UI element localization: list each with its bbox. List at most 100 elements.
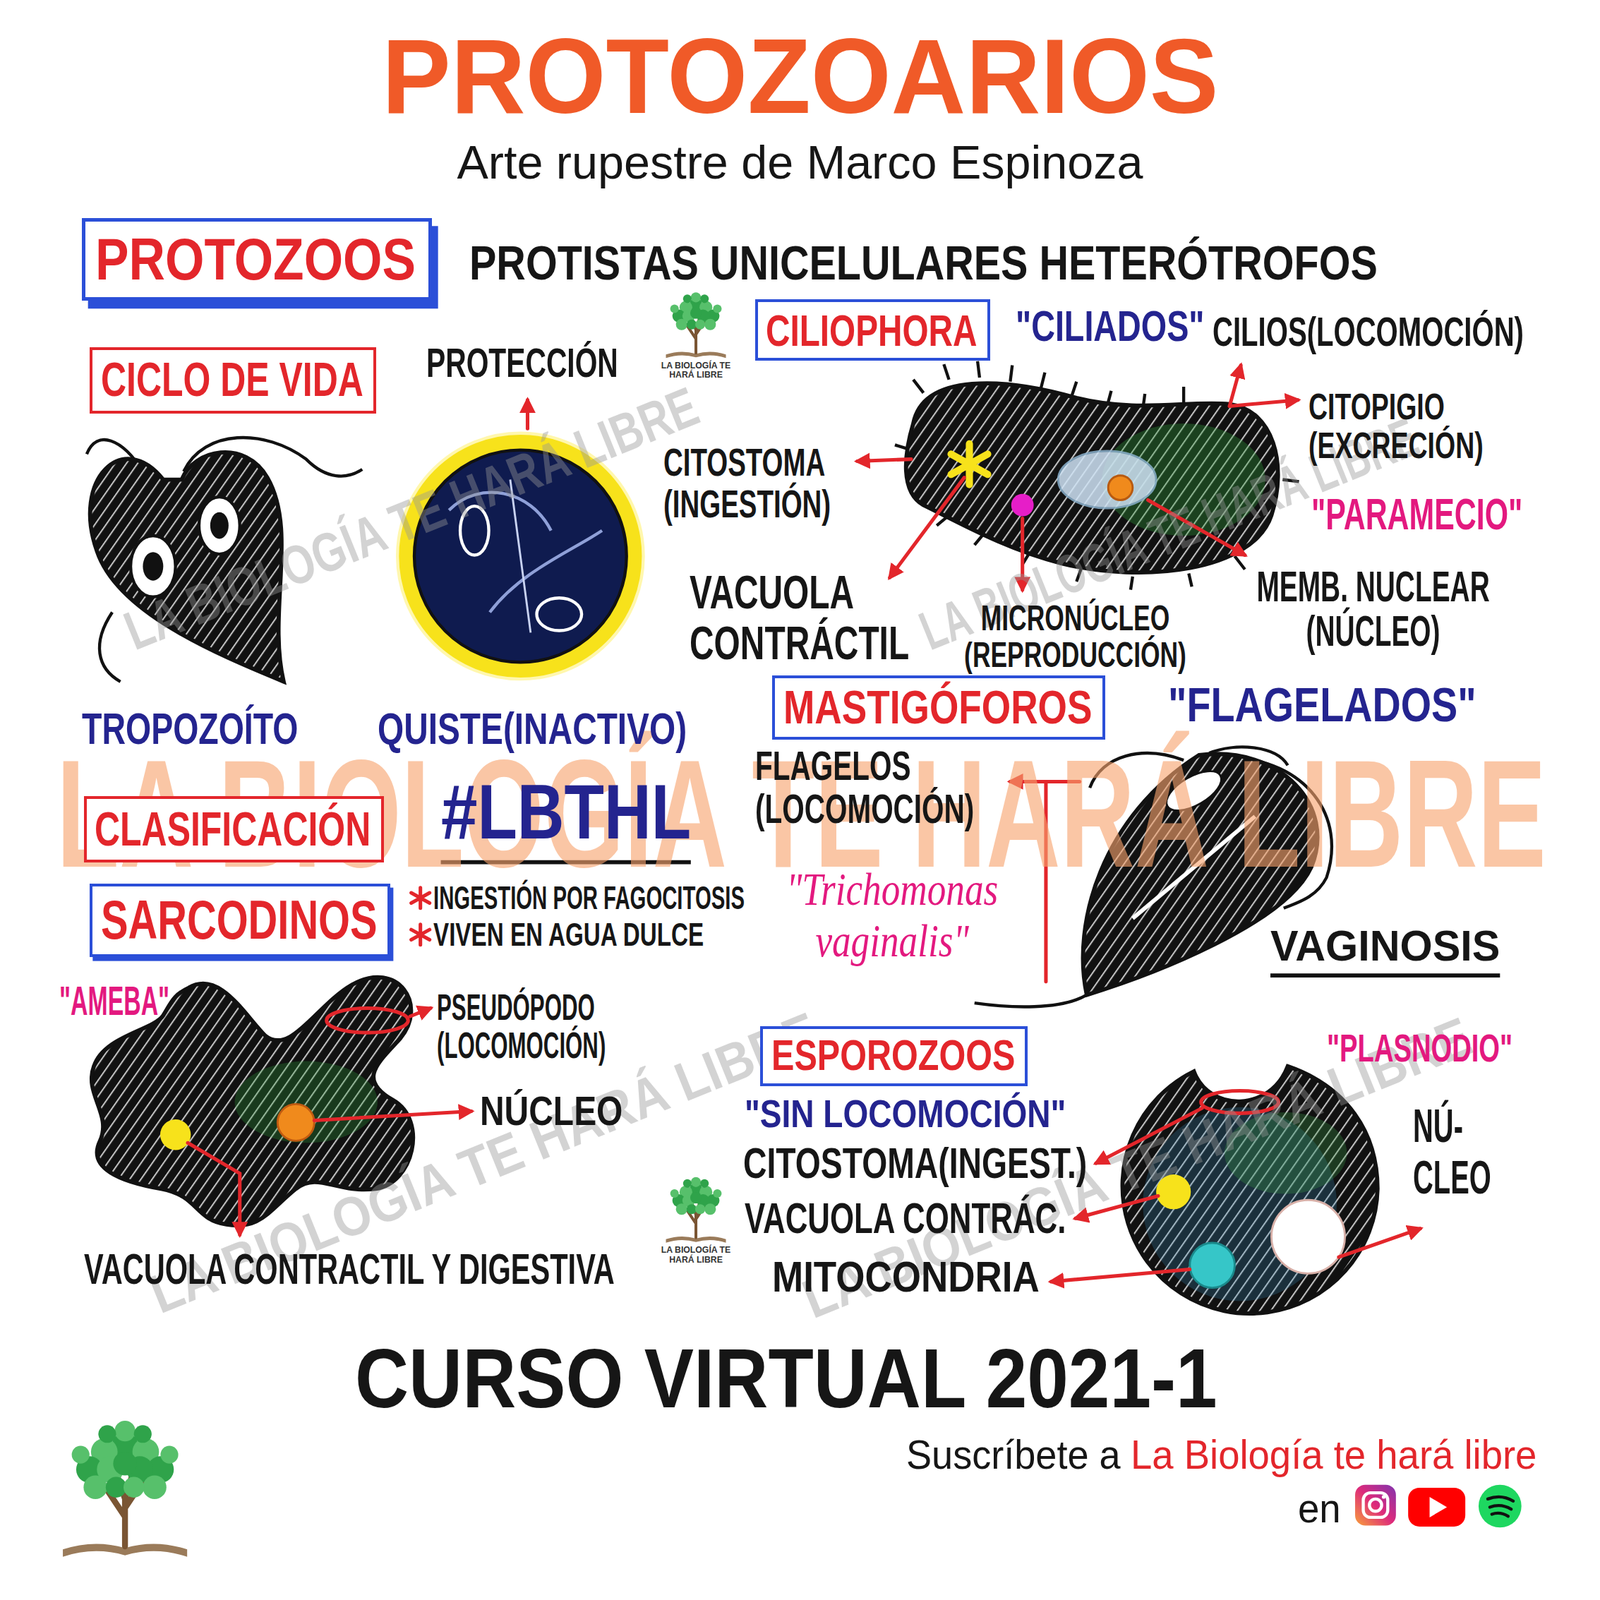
definition-text: PROTISTAS UNICELULARES HETERÓTROFOS [469, 235, 1378, 292]
logo-tree [666, 292, 727, 358]
paramecium-figure [913, 379, 924, 394]
part-label: MITOCONDRIA [772, 1252, 1040, 1303]
paramecium-figure [1041, 372, 1046, 389]
trophozoite-figure [142, 551, 164, 581]
paramecium-figure [1009, 365, 1013, 382]
part-label: CITOPIGIO (EXCRECIÓN) [1308, 387, 1524, 465]
underline [1270, 973, 1500, 978]
category-box: CLASIFICACIÓN [83, 796, 384, 863]
instagram-icon [1363, 1492, 1389, 1518]
part-label: NÚCLEO [479, 1087, 623, 1135]
category-box: CILIOPHORA [755, 299, 991, 362]
footer-title: CURSO VIRTUAL 2021-1 [355, 1334, 1218, 1423]
bullet-asterisk [411, 924, 430, 946]
part-label: NÚ- CLEO [1412, 1100, 1495, 1204]
group-nickname: "CILIADOS" [1015, 302, 1205, 352]
part-label: CITOSTOMA(INGEST.) [743, 1139, 1087, 1189]
paramecium-figure [943, 364, 949, 380]
paramecium-figure [1188, 573, 1192, 588]
paramecium-figure [1182, 386, 1186, 403]
category-title: MASTIGÓFOROS [783, 680, 1092, 735]
trophozoite-figure [99, 611, 121, 682]
part-label: FLAGELOS (LOCOMOCIÓN) [755, 744, 1023, 830]
category-box: SARCODINOS [89, 883, 390, 958]
category-title: CILIOPHORA [765, 304, 978, 356]
leader-arrows [410, 1007, 431, 1017]
part-label: VACUOLA CONTRACTIL Y DIGESTIVA [83, 1244, 615, 1295]
category-box: PROTOZOOS [81, 218, 433, 301]
plasmodium-figure [1189, 1242, 1236, 1289]
part-label: PROTECCIÓN [426, 339, 619, 387]
instagram-icon [1355, 1484, 1397, 1526]
category-box: CICLO DE VIDA [89, 347, 377, 414]
youtube-icon [1408, 1487, 1466, 1527]
group-nickname: "SIN LOCOMOCIÓN" [744, 1091, 1066, 1137]
group-nickname: "FLAGELADOS" [1168, 676, 1477, 734]
paramecium-figure [1057, 450, 1157, 509]
leader-arrows [326, 1007, 409, 1033]
instagram-icon [1355, 1484, 1397, 1526]
footer-text: Suscríbete a [906, 1431, 1121, 1479]
organism-name: "Trichomonas vaginalis" [767, 863, 1018, 967]
hashtag: #LBTHL [441, 767, 691, 857]
paramecium-figure [1011, 494, 1034, 517]
footer-text: en [1297, 1484, 1341, 1533]
category-title: PROTOZOOS [95, 225, 416, 293]
paramecium-figure [950, 443, 988, 485]
trichomonas-figure [974, 995, 1087, 1008]
ameba-figure [160, 1119, 191, 1150]
part-label: PSEUDÓPODO (LOCOMOCIÓN) [436, 988, 626, 1066]
part-label: MEMB. NUCLEAR (NÚCLEO) [1237, 564, 1509, 655]
leader-arrows [314, 1110, 472, 1121]
category-title: SARCODINOS [100, 888, 378, 953]
leader-arrows [1338, 1228, 1421, 1257]
organism-name: "PARAMECIO" [1311, 487, 1523, 540]
logo-tree [666, 1177, 727, 1243]
leader-arrows [889, 477, 965, 579]
bullet-text: VIVEN EN AGUA DULCE [433, 916, 704, 954]
cyst-figure [536, 597, 582, 631]
instagram-icon [1381, 1494, 1386, 1499]
leader-arrows [525, 400, 530, 429]
logo-text: LA BIOLOGÍA TE HARÁ LIBRE [652, 361, 739, 381]
part-label: CILIOS(LOCOMOCIÓN) [1212, 308, 1524, 356]
part-label: MICRONÚCLEO (REPRODUCCIÓN) [943, 599, 1207, 673]
trophozoite-figure [210, 512, 229, 540]
part-label: VACUOLA CONTRÁCTIL [689, 567, 930, 670]
logo-text: LA BIOLOGÍA TE HARÁ LIBRE [652, 1245, 739, 1265]
organism-name: "PLASNODIO" [1326, 1026, 1513, 1071]
youtube-icon [1429, 1496, 1448, 1518]
leader-arrows [856, 459, 912, 462]
spotify-icon [1487, 1496, 1514, 1517]
leader-arrows [187, 1142, 240, 1235]
youtube-icon [1408, 1487, 1466, 1527]
leader-arrows [1229, 400, 1298, 407]
subtitle: Arte rupestre de Marco Espinoza [456, 135, 1143, 190]
trophozoite-figure [199, 496, 240, 555]
instagram-icon [1369, 1499, 1382, 1512]
leader-arrows [1229, 365, 1241, 407]
poster-title: PROTOZOARIOS [381, 15, 1219, 138]
category-box: ESPOROZOOS [760, 1026, 1028, 1086]
spotify-icon [1478, 1484, 1522, 1529]
part-label: CITOSTOMA (INGESTIÓN) [663, 441, 876, 526]
logo-tree [62, 1420, 188, 1557]
part-label: VACUOLA CONTRÁC. [744, 1194, 1066, 1244]
brand-name: La Biología te hará libre [1130, 1431, 1537, 1479]
ameba-figure [235, 1061, 378, 1144]
organism-name: "AMEBA" [59, 977, 170, 1025]
paramecium-figure [1234, 556, 1245, 570]
paramecium-figure [1108, 475, 1133, 501]
bullet-text: INGESTIÓN POR FAGOCITOSIS [433, 879, 745, 917]
stage-label: QUISTE(INACTIVO) [377, 702, 687, 754]
ameba-figure [277, 1103, 315, 1141]
disease-label: VAGINOSIS [1270, 921, 1500, 972]
paramecium-figure [977, 361, 980, 378]
stage-label: TROPOZOÍTO [81, 702, 299, 754]
category-box: MASTIGÓFOROS [772, 675, 1105, 740]
spotify-icon [1478, 1484, 1522, 1529]
category-title: CICLO DE VIDA [100, 351, 364, 408]
leader-arrows [1050, 1269, 1190, 1282]
plasmodium-figure [1271, 1199, 1345, 1274]
